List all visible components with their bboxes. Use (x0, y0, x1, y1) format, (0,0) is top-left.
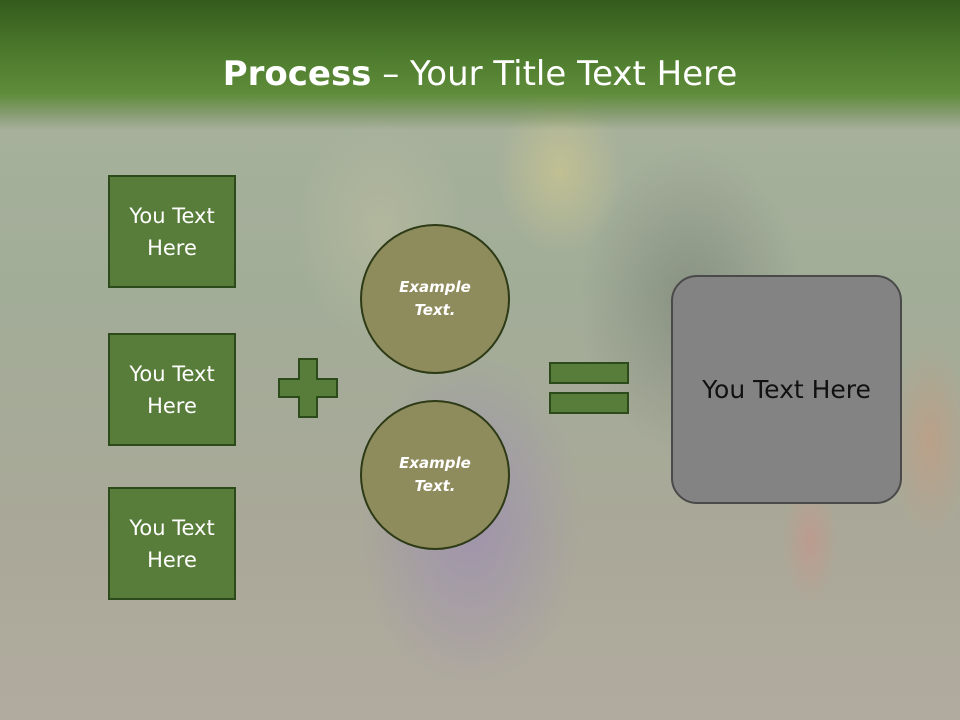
text-box-label: You Text Here (129, 361, 215, 418)
text-box-label: You Text Here (129, 203, 215, 260)
text-box-2: You Text Here (108, 333, 236, 446)
text-box-3: You Text Here (108, 487, 236, 600)
title-bold: Process (222, 54, 372, 94)
title-rest: – Your Title Text Here (371, 54, 738, 94)
slide-title: Process – Your Title Text Here (0, 52, 960, 96)
title-banner (0, 0, 960, 130)
result-label: You Text Here (702, 375, 871, 404)
text-box-1: You Text Here (108, 175, 236, 288)
circle-label: Example Text. (399, 454, 471, 495)
example-circle-1: Example Text. (360, 224, 510, 374)
circle-label: Example Text. (399, 278, 471, 319)
result-box: You Text Here (671, 275, 902, 504)
equals-icon (549, 362, 629, 414)
plus-icon (278, 358, 338, 418)
text-box-label: You Text Here (129, 515, 215, 572)
example-circle-2: Example Text. (360, 400, 510, 550)
